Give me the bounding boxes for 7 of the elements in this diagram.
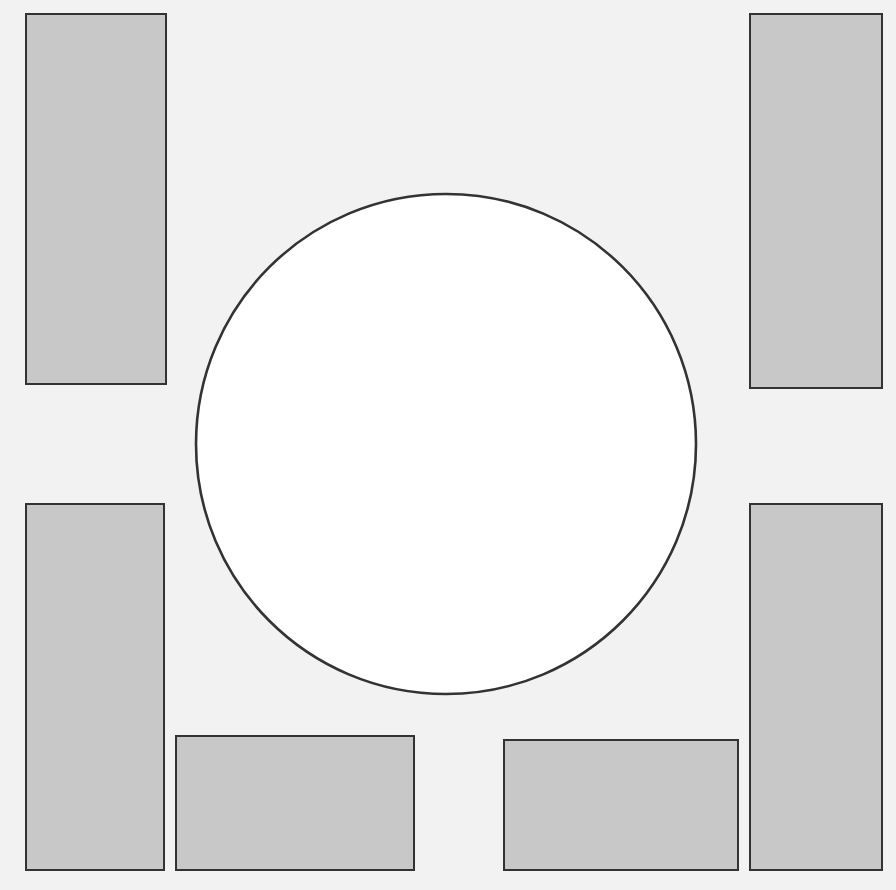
stored-box: [503, 739, 739, 871]
stored-box: [25, 503, 165, 871]
stored-box: [25, 13, 167, 385]
stored-box: [175, 735, 415, 871]
stored-box: [749, 503, 883, 871]
circle: [194, 192, 698, 696]
stored-box: [749, 13, 883, 389]
